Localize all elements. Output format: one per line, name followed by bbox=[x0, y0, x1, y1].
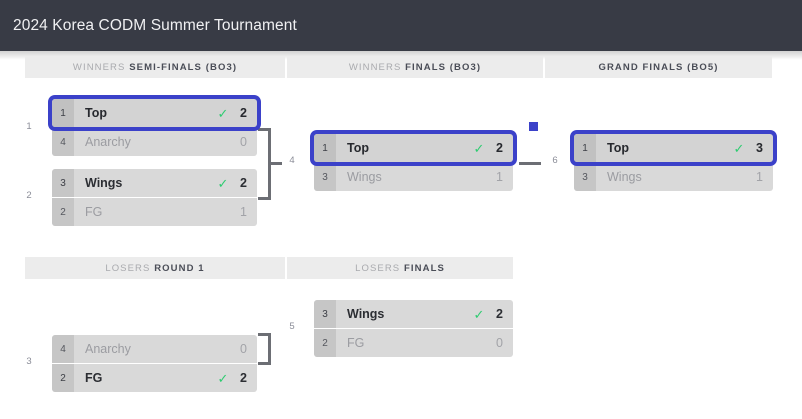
seed-number: 2 bbox=[314, 329, 336, 357]
winner-check-icon: ✓ bbox=[733, 140, 745, 156]
match-row[interactable]: 3 Wings 1 bbox=[574, 163, 773, 191]
connector-wsf-out bbox=[268, 162, 282, 165]
team-score: 2 bbox=[496, 307, 503, 321]
round-label-prefix: LOSERS bbox=[105, 262, 151, 274]
match-number: 3 bbox=[26, 356, 32, 367]
round-label-main: GRAND FINALS (BO5) bbox=[598, 61, 719, 73]
row-divider bbox=[52, 127, 257, 128]
seed-number: 2 bbox=[52, 364, 74, 392]
round-label-prefix: WINNERS bbox=[348, 61, 402, 73]
match-row[interactable]: 1 Top ✓ 3 bbox=[574, 134, 773, 162]
connector-wf-out bbox=[519, 162, 541, 165]
seed-number: 1 bbox=[52, 99, 74, 127]
team-name: FG bbox=[347, 336, 365, 350]
team-name: Top bbox=[347, 141, 369, 155]
team-name: Anarchy bbox=[85, 135, 131, 149]
seed-number: 1 bbox=[314, 134, 336, 162]
team-score: 2 bbox=[240, 106, 247, 120]
match-number: 4 bbox=[289, 155, 295, 166]
seed-number: 1 bbox=[574, 134, 596, 162]
round-label-main: FINALS bbox=[404, 262, 445, 274]
team-score: 2 bbox=[240, 371, 247, 385]
match-gf-6[interactable]: 1 Top ✓ 3 3 Wings 1 bbox=[574, 134, 773, 191]
round-header-losers-round-1: LOSERS ROUND 1 bbox=[25, 257, 285, 279]
seed-number: 3 bbox=[314, 300, 336, 328]
team-name: Wings bbox=[347, 307, 385, 321]
round-label-prefix: LOSERS bbox=[355, 262, 401, 274]
team-score: 0 bbox=[496, 336, 503, 350]
team-score: 0 bbox=[240, 135, 247, 149]
match-lr1-3[interactable]: 4 Anarchy 0 2 FG ✓ 2 bbox=[52, 335, 257, 392]
team-name: Wings bbox=[85, 176, 123, 190]
team-score: 1 bbox=[240, 205, 247, 219]
seed-number: 4 bbox=[52, 335, 74, 363]
winner-check-icon: ✓ bbox=[217, 105, 229, 121]
match-wsf-1[interactable]: 1 Top ✓ 2 4 Anarchy 0 bbox=[52, 99, 257, 156]
team-name: Top bbox=[607, 141, 629, 155]
team-name: Anarchy bbox=[85, 342, 131, 356]
match-wf-4[interactable]: 1 Top ✓ 2 3 Wings 1 bbox=[314, 134, 513, 191]
team-score: 1 bbox=[756, 170, 763, 184]
winner-check-icon: ✓ bbox=[217, 370, 229, 386]
match-row[interactable]: 1 Top ✓ 2 bbox=[314, 134, 513, 162]
match-row[interactable]: 4 Anarchy 0 bbox=[52, 128, 257, 156]
team-score: 2 bbox=[496, 141, 503, 155]
match-row[interactable]: 3 Wings ✓ 2 bbox=[314, 300, 513, 328]
seed-number: 3 bbox=[52, 169, 74, 197]
match-row[interactable]: 3 Wings ✓ 2 bbox=[52, 169, 257, 197]
round-label-main: ROUND 1 bbox=[154, 262, 205, 274]
connector-lr1-top bbox=[258, 333, 271, 336]
app-titlebar: 2024 Korea CODM Summer Tournament bbox=[0, 0, 802, 51]
team-name: Top bbox=[85, 106, 107, 120]
row-divider bbox=[314, 328, 513, 329]
match-row[interactable]: 2 FG ✓ 2 bbox=[52, 364, 257, 392]
team-name: FG bbox=[85, 205, 103, 219]
seed-number: 2 bbox=[52, 198, 74, 226]
match-number: 5 bbox=[289, 321, 295, 332]
team-score: 1 bbox=[496, 170, 503, 184]
match-wsf-2[interactable]: 3 Wings ✓ 2 2 FG 1 bbox=[52, 169, 257, 226]
seed-number: 4 bbox=[52, 128, 74, 156]
round-header-losers-finals: LOSERS FINALS bbox=[287, 257, 513, 279]
row-divider bbox=[574, 162, 773, 163]
winner-check-icon: ✓ bbox=[473, 140, 485, 156]
team-score: 2 bbox=[240, 176, 247, 190]
row-divider bbox=[314, 162, 513, 163]
match-row[interactable]: 3 Wings 1 bbox=[314, 163, 513, 191]
match-row[interactable]: 1 Top ✓ 2 bbox=[52, 99, 257, 127]
team-name: Wings bbox=[347, 170, 382, 184]
connector-lr1-vertical bbox=[268, 333, 271, 365]
winner-check-icon: ✓ bbox=[217, 175, 229, 191]
round-label-main: FINALS (BO3) bbox=[405, 61, 482, 73]
team-score: 0 bbox=[240, 342, 247, 356]
seed-number: 3 bbox=[314, 163, 336, 191]
round-label-main: SEMI-FINALS (BO3) bbox=[129, 61, 238, 73]
match-number: 1 bbox=[26, 121, 32, 132]
match-row[interactable]: 2 FG 0 bbox=[314, 329, 513, 357]
connector-wsf2-horizontal bbox=[258, 197, 271, 200]
team-score: 3 bbox=[756, 141, 763, 155]
row-divider bbox=[52, 197, 257, 198]
winner-check-icon: ✓ bbox=[473, 306, 485, 322]
match-row[interactable]: 2 FG 1 bbox=[52, 198, 257, 226]
match-number: 2 bbox=[26, 190, 32, 201]
round-header-winners-semi-finals: WINNERS SEMI-FINALS (BO3) bbox=[25, 56, 285, 78]
team-name: FG bbox=[85, 371, 103, 385]
team-name: Wings bbox=[607, 170, 642, 184]
round-header-winners-finals: WINNERS FINALS (BO3) bbox=[287, 56, 543, 78]
match-number: 6 bbox=[552, 155, 558, 166]
seed-number: 3 bbox=[574, 163, 596, 191]
match-row[interactable]: 4 Anarchy 0 bbox=[52, 335, 257, 363]
match-lf-5[interactable]: 3 Wings ✓ 2 2 FG 0 bbox=[314, 300, 513, 357]
page-title: 2024 Korea CODM Summer Tournament bbox=[13, 16, 297, 34]
connector-lr1-bottom bbox=[258, 362, 271, 365]
round-header-grand-finals: GRAND FINALS (BO5) bbox=[545, 56, 772, 78]
round-label-prefix: WINNERS bbox=[72, 61, 126, 73]
connector-wsf1-horizontal bbox=[258, 128, 271, 131]
bracket-focus-marker bbox=[529, 122, 538, 131]
row-divider bbox=[52, 363, 257, 364]
